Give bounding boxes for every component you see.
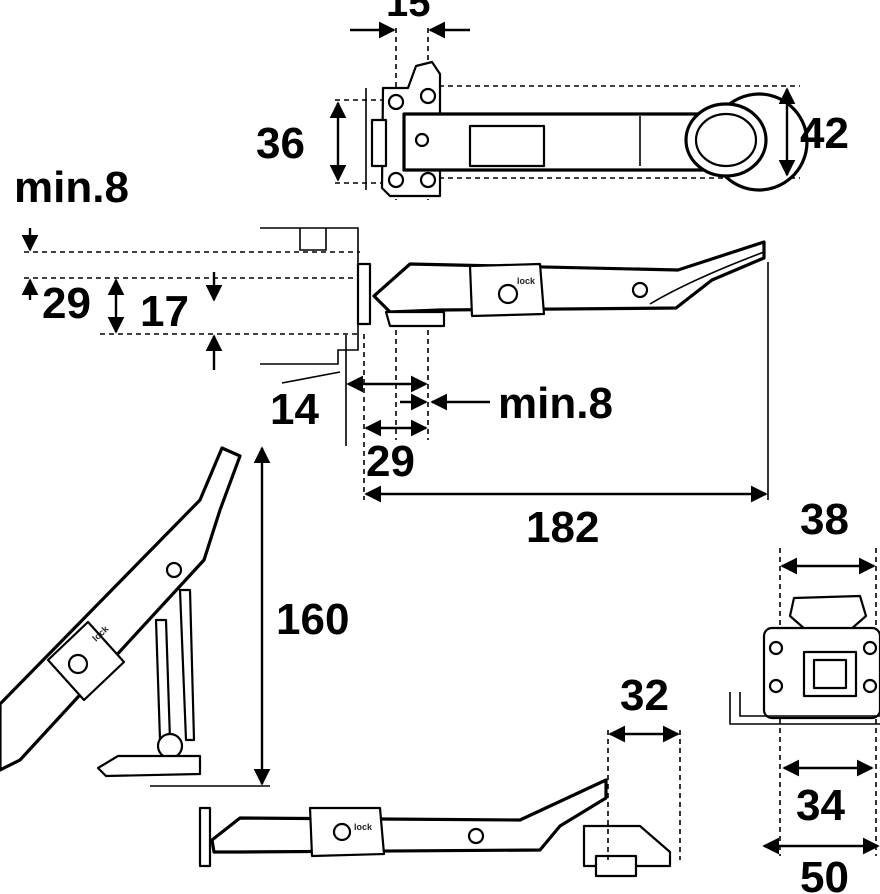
dim-38: 38 xyxy=(780,495,876,575)
dim-min8-left: min.8 xyxy=(14,163,129,300)
lock-label-side: lock xyxy=(517,276,536,286)
dim-min8-mid-label: min.8 xyxy=(498,379,613,428)
dim-29-left-label: 29 xyxy=(42,279,91,328)
dim-17: 17 xyxy=(140,272,223,370)
dim-17-label: 17 xyxy=(140,287,189,336)
dim-32-label: 32 xyxy=(620,671,669,720)
dim-182: 182 xyxy=(364,262,769,552)
side-view-latch: lock xyxy=(24,227,766,500)
dim-34: 34 xyxy=(782,759,874,830)
top-view-latch xyxy=(335,28,809,200)
dim-42-label: 42 xyxy=(800,109,849,158)
dim-29-left: 29 xyxy=(42,278,125,334)
dim-36-label: 36 xyxy=(256,119,305,168)
dim-32: 32 xyxy=(608,671,680,743)
dim-160: 160 xyxy=(253,446,349,786)
dim-182-label: 182 xyxy=(526,503,599,552)
dim-14-label: 14 xyxy=(270,385,319,434)
dim-42: 42 xyxy=(778,87,849,177)
dim-min8-mid: min.8 xyxy=(400,379,613,428)
dim-min8-left-label: min.8 xyxy=(14,163,129,212)
dim-29-mid-label: 29 xyxy=(366,437,415,486)
dim-15: 15 xyxy=(350,0,470,39)
lock-label-bottom: lock xyxy=(354,822,373,832)
dim-160-label: 160 xyxy=(276,595,349,644)
dim-50: 50 xyxy=(762,837,880,894)
dim-38-label: 38 xyxy=(800,495,849,544)
dim-36: 36 xyxy=(256,101,347,182)
dim-50-label: 50 xyxy=(800,853,849,894)
dim-34-label: 34 xyxy=(796,781,845,830)
dim-29-mid: 29 xyxy=(364,419,428,486)
keeper-view xyxy=(729,548,880,856)
dim-14: 14 xyxy=(270,375,428,434)
bottom-view-latch: lock xyxy=(198,730,681,878)
open-view-latch: lock xyxy=(0,446,270,787)
dim-15-label: 15 xyxy=(386,0,431,25)
